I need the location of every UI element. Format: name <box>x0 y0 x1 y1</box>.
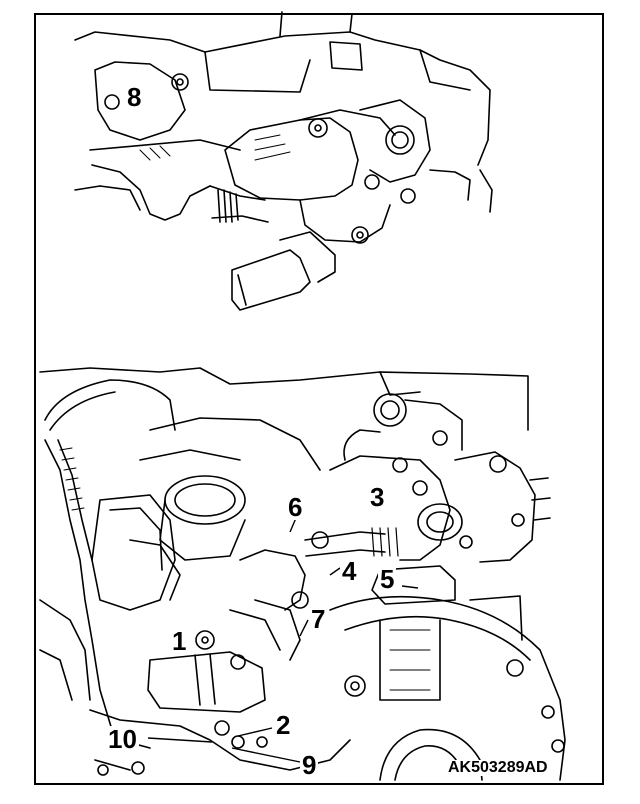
callout-2: 2 <box>274 710 293 740</box>
leader-6 <box>289 517 297 533</box>
callout-10: 10 <box>106 724 139 754</box>
callout-9: 9 <box>300 750 319 780</box>
leader-lines <box>147 517 419 763</box>
leader-9 <box>231 747 301 763</box>
callout-3: 3 <box>368 482 387 512</box>
leader-10 <box>147 737 213 743</box>
callout-6: 6 <box>286 492 305 522</box>
bottom-view-illustration <box>39 367 566 781</box>
outer-frame <box>34 13 604 785</box>
callout-5: 5 <box>378 564 397 594</box>
callout-7: 7 <box>309 604 328 634</box>
top-view-illustration <box>74 11 493 311</box>
leader-7 <box>299 619 309 637</box>
figure-code: AK503289AD <box>448 759 548 776</box>
leader-5 <box>401 585 419 589</box>
callout-1: 1 <box>170 626 189 656</box>
callout-8: 8 <box>125 82 144 112</box>
leader-4 <box>329 567 341 576</box>
leader-2 <box>237 727 273 737</box>
callout-4: 4 <box>340 556 359 586</box>
